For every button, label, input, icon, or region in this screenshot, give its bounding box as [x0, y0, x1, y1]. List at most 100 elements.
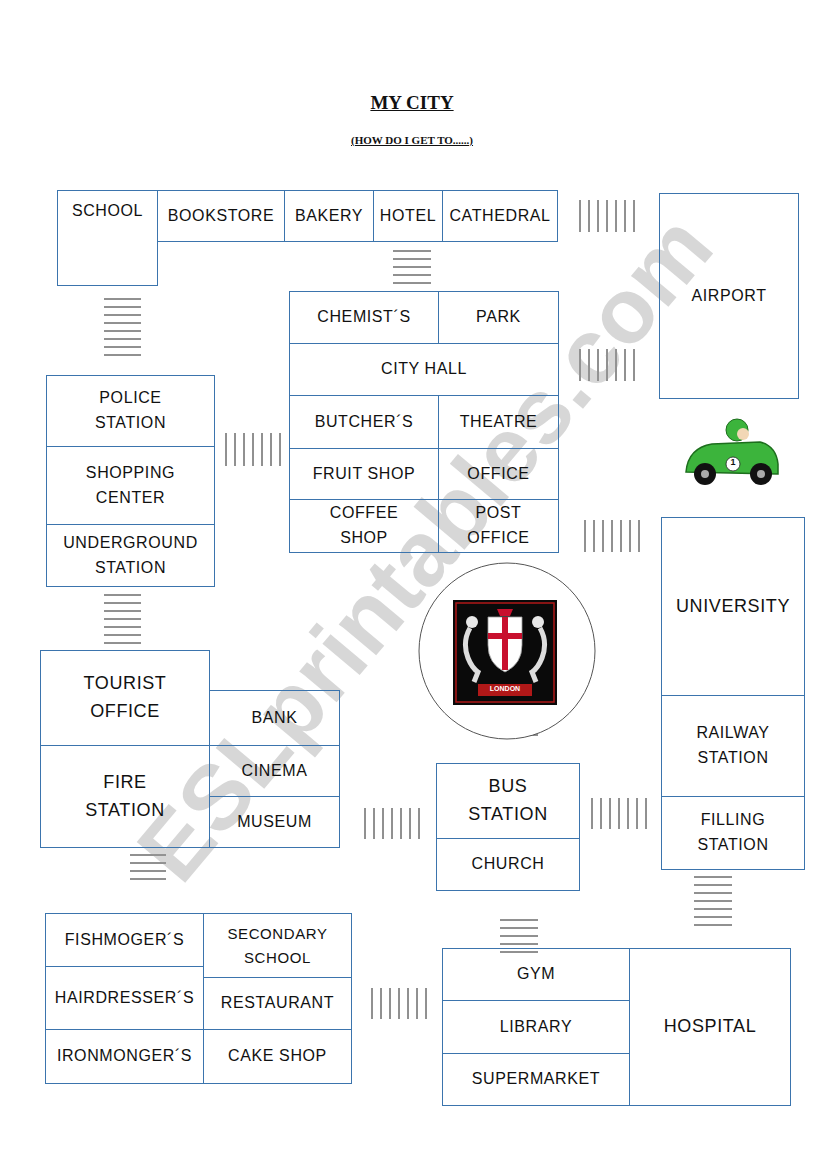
zebra-stripe: [374, 808, 375, 839]
zebra-stripe: [104, 323, 141, 324]
place-name: CITY HALL: [381, 357, 467, 382]
place-name: AIRPORT: [691, 284, 766, 309]
zebra-stripe: [694, 893, 732, 894]
zebra-stripe: [694, 901, 732, 902]
zebra-stripe: [500, 944, 538, 945]
zebra-stripe: [694, 909, 732, 910]
place-box: SHOPPING CENTER: [46, 446, 215, 525]
place-name: UNIVERSITY: [676, 593, 790, 621]
place-name: SCHOOL: [72, 199, 143, 224]
place-box: UNIVERSITY: [661, 517, 805, 696]
place-name: HOTEL: [380, 204, 436, 229]
zebra-stripe: [253, 433, 254, 466]
zebra-stripe: [104, 299, 141, 300]
place-name: COFFEE SHOP: [317, 501, 412, 551]
place-name: IRONMONGER´S: [57, 1044, 192, 1069]
place-box: HAIRDRESSER´S: [45, 966, 204, 1030]
city-crest: [453, 600, 557, 705]
zebra-stripe: [393, 275, 431, 276]
place-name: HOSPITAL: [664, 1013, 757, 1041]
place-name: BOOKSTORE: [168, 204, 274, 229]
place-name: BAKERY: [295, 204, 363, 229]
zebra-stripe: [262, 433, 263, 466]
place-name: MUSEUM: [237, 810, 312, 835]
zebra-stripe: [646, 798, 647, 829]
place-name: BUTCHER´S: [315, 410, 414, 435]
zebra-stripe: [244, 433, 245, 466]
subtitle: (HOW DO I GET TO......): [351, 134, 473, 146]
zebra-stripe: [372, 988, 373, 1019]
zebra-stripe: [365, 808, 366, 839]
zebra-stripe: [694, 885, 732, 886]
place-box: FISHMOGER´S: [45, 913, 204, 967]
zebra-stripe: [280, 433, 281, 466]
place-name: CATHEDRAL: [449, 204, 550, 229]
place-box: LIBRARY: [442, 1000, 630, 1054]
zebra-stripe: [381, 988, 382, 1019]
place-box: RESTAURANT: [203, 977, 352, 1030]
zebra-stripe: [393, 267, 431, 268]
place-box: GYM: [442, 948, 630, 1001]
place-box: MUSEUM: [209, 796, 340, 848]
place-name: FIRE STATION: [70, 769, 180, 825]
place-box: AIRPORT: [659, 193, 799, 399]
place-name: RAILWAY STATION: [678, 721, 788, 771]
place-name: FRUIT SHOP: [313, 462, 416, 487]
place-name: HAIRDRESSER´S: [55, 986, 194, 1011]
place-box: PARK: [438, 291, 559, 344]
zebra-stripe: [393, 251, 431, 252]
zebra-stripe: [621, 520, 622, 552]
place-box: BUS STATION: [436, 763, 580, 839]
zebra-stripe: [628, 798, 629, 829]
place-name: UNDERGROUND STATION: [56, 531, 206, 581]
zebra-stripe: [271, 433, 272, 466]
zebra-stripe: [500, 936, 538, 937]
zebra-stripe: [399, 988, 400, 1019]
place-box: UNDERGROUND STATION: [46, 524, 215, 587]
zebra-stripe: [580, 200, 581, 232]
place-box: CHURCH: [436, 838, 580, 891]
zebra-stripe: [408, 988, 409, 1019]
zebra-stripe: [639, 520, 640, 552]
place-box: BANK: [209, 690, 340, 746]
place-box: THEATRE: [438, 395, 559, 449]
place-box: SUPERMARKET: [442, 1053, 630, 1106]
zebra-stripe: [694, 877, 732, 878]
place-box: RAILWAY STATION: [661, 695, 805, 797]
place-box: COFFEE SHOP: [289, 499, 439, 553]
zebra-stripe: [426, 988, 427, 1019]
car-number: 1: [730, 457, 735, 467]
zebra-stripe: [589, 200, 590, 232]
zebra-stripe: [603, 520, 604, 552]
place-box: OFFICE: [438, 448, 559, 500]
zebra-stripe: [410, 808, 411, 839]
zebra-stripe: [104, 603, 141, 604]
place-box: CITY HALL: [289, 343, 559, 396]
zebra-stripe: [104, 627, 141, 628]
place-name: BANK: [252, 706, 298, 731]
zebra-stripe: [610, 798, 611, 829]
place-name: THEATRE: [460, 410, 538, 435]
zebra-stripe: [585, 520, 586, 552]
place-box: TOURIST OFFICE: [40, 650, 210, 746]
zebra-stripe: [104, 347, 141, 348]
place-name: TOURIST OFFICE: [75, 670, 175, 726]
zebra-stripe: [104, 643, 141, 644]
zebra-stripe: [104, 339, 141, 340]
place-box: SCHOOL: [57, 190, 158, 286]
zebra-stripe: [612, 520, 613, 552]
zebra-stripe: [500, 920, 538, 921]
zebra-stripe: [694, 925, 732, 926]
zebra-stripe: [104, 595, 141, 596]
place-box: CATHEDRAL: [442, 190, 558, 242]
zebra-stripe: [601, 798, 602, 829]
place-box: CINEMA: [209, 745, 340, 797]
zebra-stripe: [104, 307, 141, 308]
place-name: GYM: [517, 962, 555, 987]
zebra-stripe: [104, 635, 141, 636]
place-box: HOTEL: [373, 190, 443, 242]
zebra-stripe: [104, 619, 141, 620]
zebra-stripe: [630, 520, 631, 552]
zebra-stripe: [401, 808, 402, 839]
place-name: CHURCH: [472, 852, 545, 877]
